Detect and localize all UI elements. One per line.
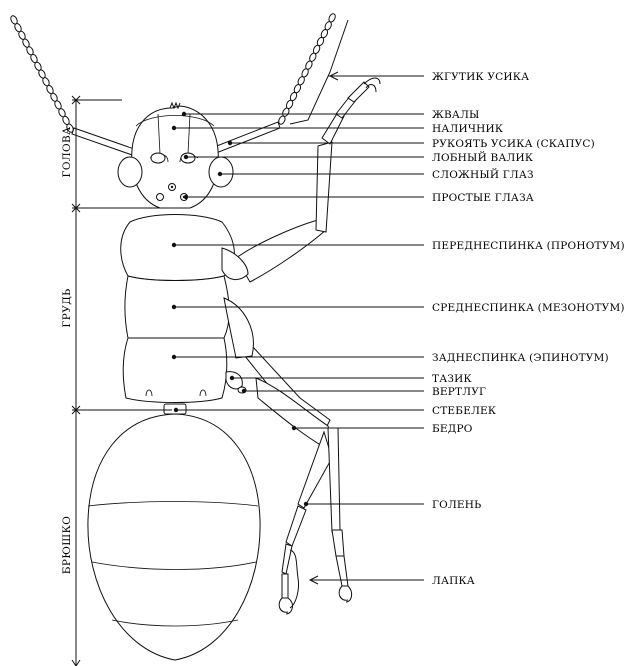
section-label-abdomen: БРЮШКО xyxy=(61,516,73,574)
section-label-head: ГОЛОВА xyxy=(61,127,73,178)
hind-leg xyxy=(240,346,352,614)
label-coxa: ТАЗИК xyxy=(432,373,472,385)
label-petiole: СТЕБЕЛЕК xyxy=(432,405,496,417)
pronotum xyxy=(121,215,235,281)
thorax xyxy=(121,215,254,403)
svg-text:ГРУДЬ: ГРУДЬ xyxy=(61,288,73,327)
flagellum-bracket xyxy=(290,20,348,124)
ocellus-left xyxy=(157,194,164,201)
label-flagellum: ЖГУТИК УСИКА xyxy=(432,71,529,83)
front-leg xyxy=(236,78,380,282)
label-trochanter: ВЕРТЛУГ xyxy=(432,386,486,398)
left-antenna-socket xyxy=(151,153,165,163)
abdomen xyxy=(88,414,260,660)
left-antenna-flagellum xyxy=(9,15,74,134)
label-femur: БЕДРО xyxy=(432,423,473,435)
label-clypeus: НАЛИЧНИК xyxy=(432,123,503,135)
label-tibia: ГОЛЕНЬ xyxy=(432,499,481,511)
right-compound-eye xyxy=(209,157,233,187)
label-frontal-carina: ЛОБНЫЙ ВАЛИК xyxy=(432,150,533,164)
right-antenna-socket xyxy=(181,153,195,163)
coxa xyxy=(226,372,242,389)
tarsus-bracket xyxy=(290,550,299,608)
left-compound-eye xyxy=(118,157,142,187)
section-label-thorax: ГРУДЬ xyxy=(61,288,73,327)
antenna-segment xyxy=(328,13,337,23)
antenna-segment xyxy=(9,15,18,25)
label-mandibles: ЖВАЛЫ xyxy=(432,109,480,121)
epinotum xyxy=(123,338,227,403)
svg-text:ГОЛОВА: ГОЛОВА xyxy=(61,127,73,178)
label-tarsus: ЛАПКА xyxy=(432,575,475,587)
label-ocelli: ПРОСТЫЕ ГЛАЗА xyxy=(432,192,534,204)
label-epinotum: ЗАДНЕСПИНКА (ЭПИНОТУМ) xyxy=(432,352,609,364)
label-scape: РУКОЯТЬ УСИКА (СКАПУС) xyxy=(432,138,595,150)
label-mesonotum: СРЕДНЕСПИНКА (МЕЗОНОТУМ) xyxy=(432,302,624,314)
label-pronotum: ПЕРЕДНЕСПИНКА (ПРОНОТУМ) xyxy=(432,240,624,252)
label-compound-eye: СЛОЖНЫЙ ГЛАЗ xyxy=(432,167,534,181)
right-antenna-flagellum xyxy=(277,13,336,126)
head xyxy=(118,103,233,208)
svg-text:БРЮШКО: БРЮШКО xyxy=(61,516,73,574)
part-labels: ЖГУТИК УСИКА ЖВАЛЫ НАЛИЧНИК РУКОЯТЬ УСИК… xyxy=(432,71,624,587)
